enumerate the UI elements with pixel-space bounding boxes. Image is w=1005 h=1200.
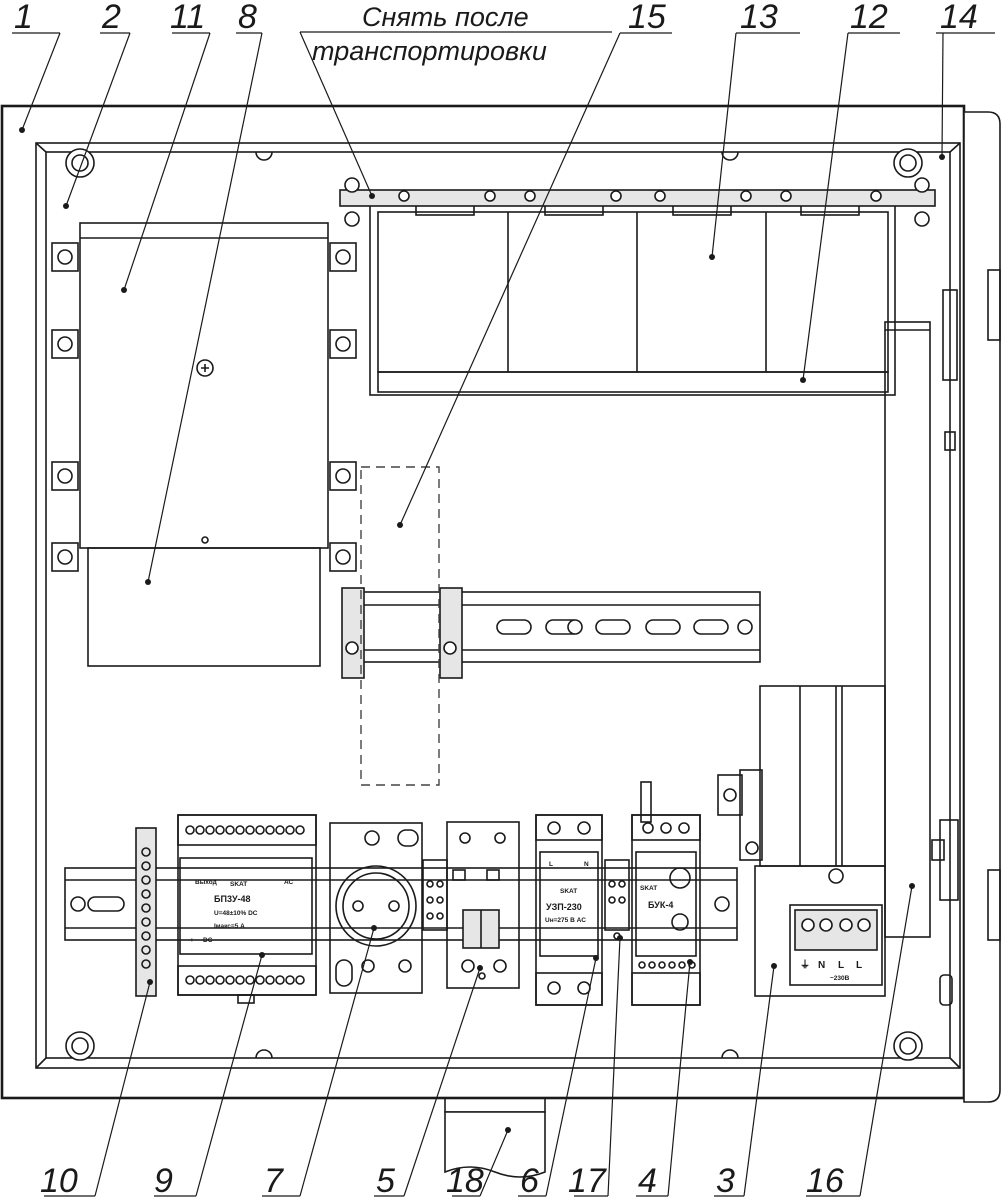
uzp-n-label: N — [584, 861, 589, 868]
ground-bus-10 — [135, 827, 157, 997]
psu-brand: SKAT — [230, 881, 247, 888]
psu-out-label: Выход — [195, 879, 217, 886]
shelf-lip — [377, 371, 889, 393]
psu-model: БП3У-48 — [214, 894, 251, 904]
socket-7 — [329, 822, 423, 994]
callout-14: 14 — [940, 0, 978, 36]
callout-6: 6 — [520, 1162, 539, 1200]
terminal-caption: ~230B — [830, 975, 850, 982]
corner-bolts — [65, 148, 923, 1061]
callout-4: 4 — [638, 1162, 657, 1200]
door-latch-top — [942, 289, 958, 381]
module-8-cover — [87, 547, 321, 667]
psu-spec-i: Iмакс=5 A — [214, 923, 245, 930]
callout-1: 1 — [14, 0, 33, 36]
terminal-label-l2: L — [856, 960, 862, 971]
callout-dots — [19, 127, 945, 1133]
callout-11: 11 — [170, 0, 205, 36]
battery-shelf — [339, 177, 936, 396]
door-hinge-bottom — [987, 869, 1001, 941]
callout-13: 13 — [740, 0, 778, 36]
callout-9: 9 — [154, 1162, 173, 1200]
callout-2: 2 — [101, 0, 121, 36]
mounting-tabs — [51, 242, 357, 572]
terminal-label-n: N — [818, 960, 825, 971]
terminal-block — [789, 904, 883, 986]
module-11-housing — [79, 222, 329, 549]
shelf-frame — [369, 204, 896, 396]
callout-numbers: 1 2 11 8 15 13 12 14 10 9 7 5 18 6 17 4 … — [14, 0, 978, 1200]
terminal-label-l1: L — [838, 960, 844, 971]
surge-protector-6: L N SKAT УЗП-230 Uн=275 В AC — [535, 814, 603, 1006]
callout-12: 12 — [850, 0, 888, 36]
note-leader — [299, 31, 612, 197]
middle-din-rail — [341, 587, 761, 679]
door-hinge-top — [987, 269, 1001, 341]
terminal-label-pe: ⏚ — [800, 959, 810, 971]
uzp-l-label: L — [549, 861, 553, 868]
callout-8: 8 — [238, 0, 257, 36]
enclosure-inner-frame — [35, 142, 961, 1069]
door-edge — [963, 111, 1001, 1103]
breaker-5 — [446, 821, 520, 989]
uzp-spec: Uн=275 В AC — [545, 917, 586, 924]
cable-gland-18 — [444, 1097, 546, 1178]
psu-minus: − — [214, 937, 218, 944]
psu-9: Выход АС SKAT БП3У-48 U=48±10% DC Iмакс=… — [177, 814, 317, 1004]
callout-16: 16 — [806, 1162, 844, 1200]
callout-leaders — [12, 32, 995, 1197]
uzp-brand: SKAT — [560, 888, 577, 895]
buk-model: БУК-4 — [648, 900, 673, 910]
control-unit-4: SKAT БУК-4 — [631, 781, 701, 1006]
callout-7: 7 — [264, 1162, 284, 1200]
psu-spec-u: U=48±10% DC — [214, 910, 258, 917]
transport-bar — [339, 189, 936, 207]
note-line-2: транспортировки — [312, 36, 547, 66]
terminal-assembly-3: ⏚ N L L ~230B — [717, 685, 886, 997]
callout-10: 10 — [40, 1162, 78, 1200]
psu-dc-label: DC — [203, 937, 213, 944]
callout-5: 5 — [376, 1162, 395, 1200]
callout-15: 15 — [628, 0, 666, 36]
callout-3: 3 — [716, 1162, 735, 1200]
buk-brand: SKAT — [640, 885, 657, 892]
callout-17: 17 — [568, 1162, 607, 1200]
note-line-1: Снять после — [362, 2, 529, 32]
psu-plus: + — [190, 937, 194, 944]
mounting-plate — [45, 151, 951, 1059]
psu-ac-label: АС — [284, 879, 294, 886]
reserved-slot-15 — [360, 466, 440, 786]
cable-duct-16 — [884, 321, 931, 938]
callout-18: 18 — [446, 1162, 484, 1200]
uzp-model: УЗП-230 — [546, 902, 582, 912]
